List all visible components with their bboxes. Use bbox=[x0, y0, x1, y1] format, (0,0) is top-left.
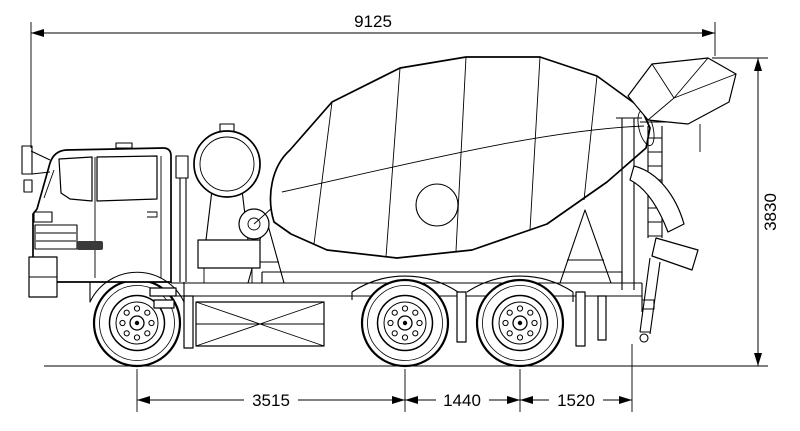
dimension-bottom-group: 3515 1440 1520 bbox=[136, 344, 633, 412]
rear-wheel-2 bbox=[475, 278, 565, 368]
dimension-overall-height: 3830 bbox=[700, 57, 780, 367]
cab-badge bbox=[77, 241, 103, 250]
chassis bbox=[171, 155, 655, 347]
rear-wheel-1 bbox=[360, 278, 450, 368]
drive-shaft-end bbox=[247, 217, 261, 231]
overall-length-extension-lines bbox=[30, 22, 716, 148]
drum-shell bbox=[269, 56, 651, 259]
axle-extension-lines bbox=[136, 344, 633, 412]
air-intake-stack bbox=[175, 155, 189, 282]
cab-windows bbox=[58, 155, 158, 202]
water-tank-shell bbox=[193, 130, 261, 198]
chute-roller bbox=[639, 333, 649, 343]
overhang-label-mask bbox=[549, 391, 603, 409]
wheelbase-label: 3515 bbox=[252, 391, 290, 410]
cab-door bbox=[94, 156, 162, 278]
cab bbox=[21, 142, 185, 309]
drum-manhole bbox=[415, 183, 459, 227]
overall-length-label: 9125 bbox=[354, 12, 392, 31]
charging-hopper bbox=[627, 57, 737, 125]
front-fender bbox=[89, 271, 185, 303]
mud-flaps bbox=[183, 291, 607, 349]
roof-hatch bbox=[115, 142, 133, 149]
grille bbox=[34, 224, 78, 250]
hopper-detail bbox=[647, 57, 737, 152]
drive-housing bbox=[197, 239, 261, 269]
rear-fenders bbox=[351, 275, 574, 302]
rear-frame bbox=[616, 117, 670, 290]
wheelbase-label-mask bbox=[244, 391, 298, 409]
mirror bbox=[21, 145, 51, 193]
water-tank-inner bbox=[199, 136, 255, 192]
wiper bbox=[43, 169, 55, 199]
rear-superstructure bbox=[616, 57, 737, 343]
drive-links bbox=[203, 207, 273, 283]
bogie-spacing-label: 1440 bbox=[443, 391, 481, 410]
mixer-drum bbox=[269, 56, 655, 259]
water-tank bbox=[193, 123, 261, 198]
drum-facet-lines bbox=[281, 56, 645, 258]
discharge-chute-lower bbox=[651, 237, 699, 271]
dimension-overall-length: 9125 bbox=[30, 12, 716, 148]
headlight bbox=[33, 211, 53, 223]
chute-arm bbox=[639, 257, 661, 335]
water-tank-filler bbox=[219, 123, 235, 132]
discharge-chute-upper bbox=[629, 165, 685, 233]
rear-overhang-label: 1520 bbox=[557, 391, 595, 410]
drum-drive-unit bbox=[197, 189, 273, 283]
equipment-box-brace bbox=[195, 301, 325, 347]
cab-steps bbox=[149, 287, 177, 309]
overall-height-label: 3830 bbox=[761, 193, 780, 231]
bogie-label-mask bbox=[436, 391, 489, 409]
